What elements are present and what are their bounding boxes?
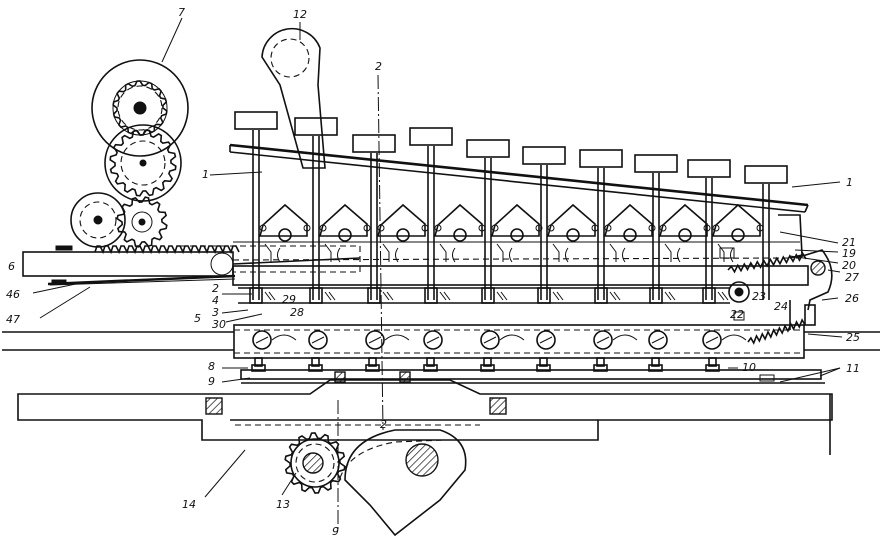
label-3: 3 bbox=[212, 306, 219, 319]
label-2-top: 2 bbox=[375, 60, 382, 73]
label-27: 27 bbox=[845, 271, 859, 284]
label-13: 13 bbox=[276, 498, 290, 511]
callout-labels: 7 12 2 1 1 6 46 47 2 4 3 5 29 28 30 8 9 … bbox=[6, 6, 860, 538]
wheel-7 bbox=[91, 59, 189, 157]
label-2-bottom: 2 bbox=[380, 418, 387, 431]
label-23: 23 bbox=[752, 290, 766, 303]
label-5: 5 bbox=[194, 312, 201, 325]
pawl-row bbox=[258, 203, 764, 263]
base-plate bbox=[2, 331, 880, 384]
lever-12 bbox=[261, 27, 326, 169]
pedestal-row bbox=[251, 357, 720, 383]
carriage-14 bbox=[17, 379, 833, 455]
label-4: 4 bbox=[212, 294, 219, 307]
label-7: 7 bbox=[178, 6, 185, 19]
label-11: 11 bbox=[846, 362, 860, 375]
label-25: 25 bbox=[846, 331, 860, 344]
label-9-left: 9 bbox=[208, 375, 215, 388]
gear-train bbox=[70, 59, 189, 248]
label-20: 20 bbox=[842, 259, 856, 272]
roller-rail bbox=[233, 324, 805, 359]
label-6: 6 bbox=[8, 260, 15, 273]
upper-rail bbox=[232, 241, 809, 286]
label-47: 47 bbox=[6, 313, 20, 326]
end-mechanism bbox=[719, 214, 833, 345]
label-12: 12 bbox=[293, 8, 307, 21]
label-9-bottom: 9 bbox=[332, 525, 339, 538]
center-line-2 bbox=[377, 74, 384, 431]
label-1-left: 1 bbox=[202, 168, 209, 181]
inclined-plate bbox=[229, 143, 809, 213]
label-21: 21 bbox=[842, 236, 856, 249]
label-14: 14 bbox=[182, 498, 196, 511]
bottom-gear-13 bbox=[284, 432, 346, 494]
label-46: 46 bbox=[6, 288, 20, 301]
key-row bbox=[234, 111, 788, 300]
label-28: 28 bbox=[290, 306, 304, 319]
label-2-left: 2 bbox=[212, 282, 219, 295]
label-26: 26 bbox=[845, 292, 859, 305]
label-29: 29 bbox=[282, 293, 296, 306]
label-22: 22 bbox=[730, 308, 744, 321]
label-10: 10 bbox=[742, 361, 756, 374]
label-1-right: 1 bbox=[846, 176, 853, 189]
label-19: 19 bbox=[842, 247, 856, 260]
label-24: 24 bbox=[774, 300, 788, 313]
label-30: 30 bbox=[212, 318, 226, 331]
slider-strip bbox=[238, 287, 730, 304]
label-8: 8 bbox=[208, 360, 215, 373]
leader-lines bbox=[32, 17, 843, 498]
cam-lever bbox=[339, 429, 467, 537]
